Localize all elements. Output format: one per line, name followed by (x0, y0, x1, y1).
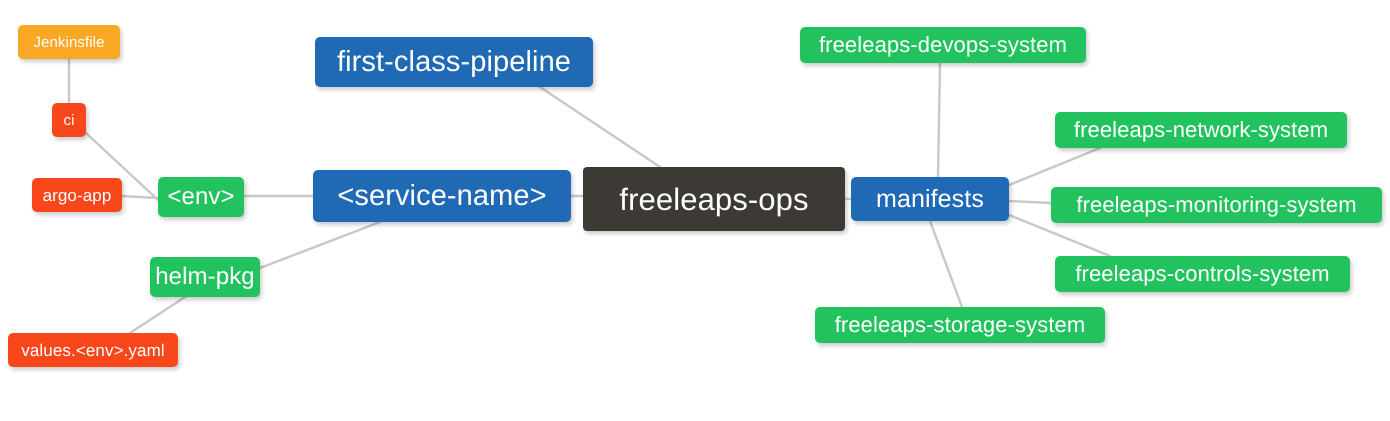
mindmap-node-service-name[interactable]: <service-name> (313, 170, 571, 222)
mindmap-node-storage-system[interactable]: freeleaps-storage-system (815, 307, 1105, 343)
edge-values-helmpkg (128, 295, 187, 335)
edge-manifests-monitoring (1007, 199, 1053, 205)
mindmap-node-monitoring-system[interactable]: freeleaps-monitoring-system (1051, 187, 1382, 223)
mindmap-node-controls-system[interactable]: freeleaps-controls-system (1055, 256, 1350, 292)
edge-manifests-devops (936, 61, 942, 179)
edge-argoapp-env (120, 194, 160, 200)
mindmap-node-jenkinsfile[interactable]: Jenkinsfile (18, 25, 120, 59)
mindmap-node-values-yaml[interactable]: values.<env>.yaml (8, 333, 178, 367)
mindmap-node-ci[interactable]: ci (52, 103, 86, 137)
mindmap-node-freeleaps-ops[interactable]: freeleaps-ops (583, 167, 845, 231)
mindmap-node-helm-pkg[interactable]: helm-pkg (150, 257, 260, 297)
mindmap-node-devops-system[interactable]: freeleaps-devops-system (800, 27, 1086, 63)
edge-helmpkg-servicename (258, 220, 382, 270)
edge-pipeline-ops (538, 85, 662, 169)
edge-manifests-storage (928, 219, 964, 309)
mindmap-node-manifests[interactable]: manifests (851, 177, 1009, 221)
mindmap-node-first-class-pipeline[interactable]: first-class-pipeline (315, 37, 593, 87)
mindmap-node-network-system[interactable]: freeleaps-network-system (1055, 112, 1347, 148)
mindmap-node-env[interactable]: <env> (158, 177, 244, 217)
mindmap-node-argo-app[interactable]: argo-app (32, 178, 122, 212)
edge-manifests-network (1007, 146, 1102, 187)
